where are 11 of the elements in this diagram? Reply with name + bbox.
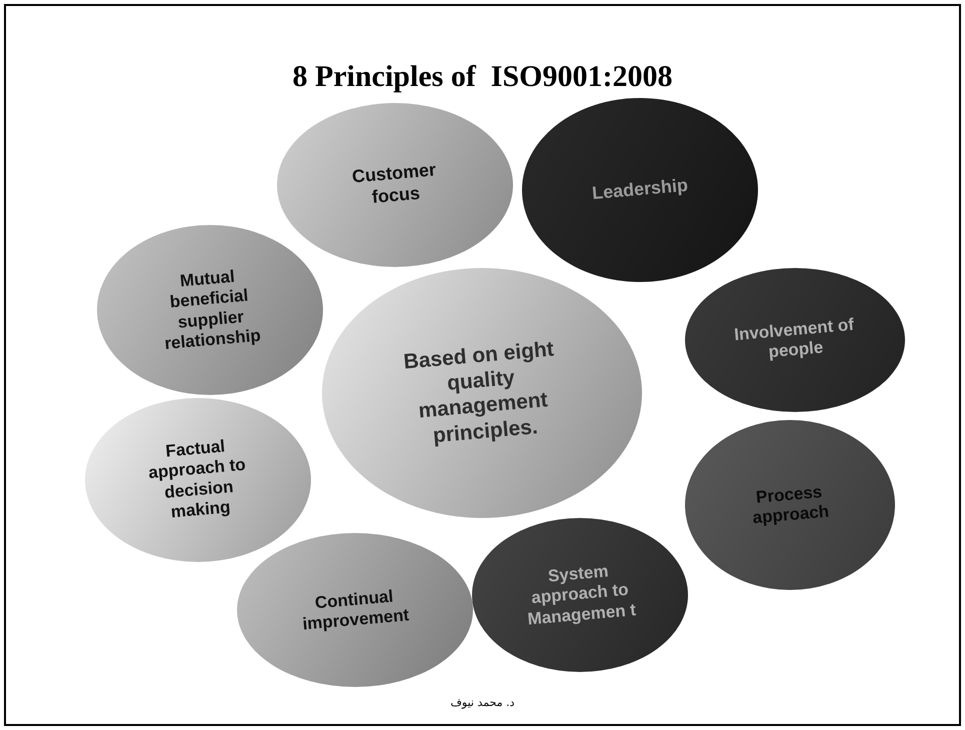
principle-ellipse: Customer focus — [277, 103, 513, 267]
principle-ellipse: Continual improvement — [237, 533, 473, 687]
footer-text: د. محمد نيوف — [450, 696, 514, 709]
principle-ellipse: Factual approach to decision making — [85, 398, 311, 562]
principle-ellipse: Involvement of people — [685, 268, 905, 412]
principle-ellipse: Based on eight quality management principles. — [322, 268, 642, 518]
principle-ellipse: Leadership — [522, 98, 758, 282]
principle-ellipse: Process approach — [685, 420, 895, 590]
principle-ellipse: Mutual beneficial supplier relationship — [97, 225, 323, 395]
principle-ellipse: System approach to Managemen t — [472, 518, 688, 672]
title: 8 Principles of ISO9001:2008 — [292, 60, 674, 94]
